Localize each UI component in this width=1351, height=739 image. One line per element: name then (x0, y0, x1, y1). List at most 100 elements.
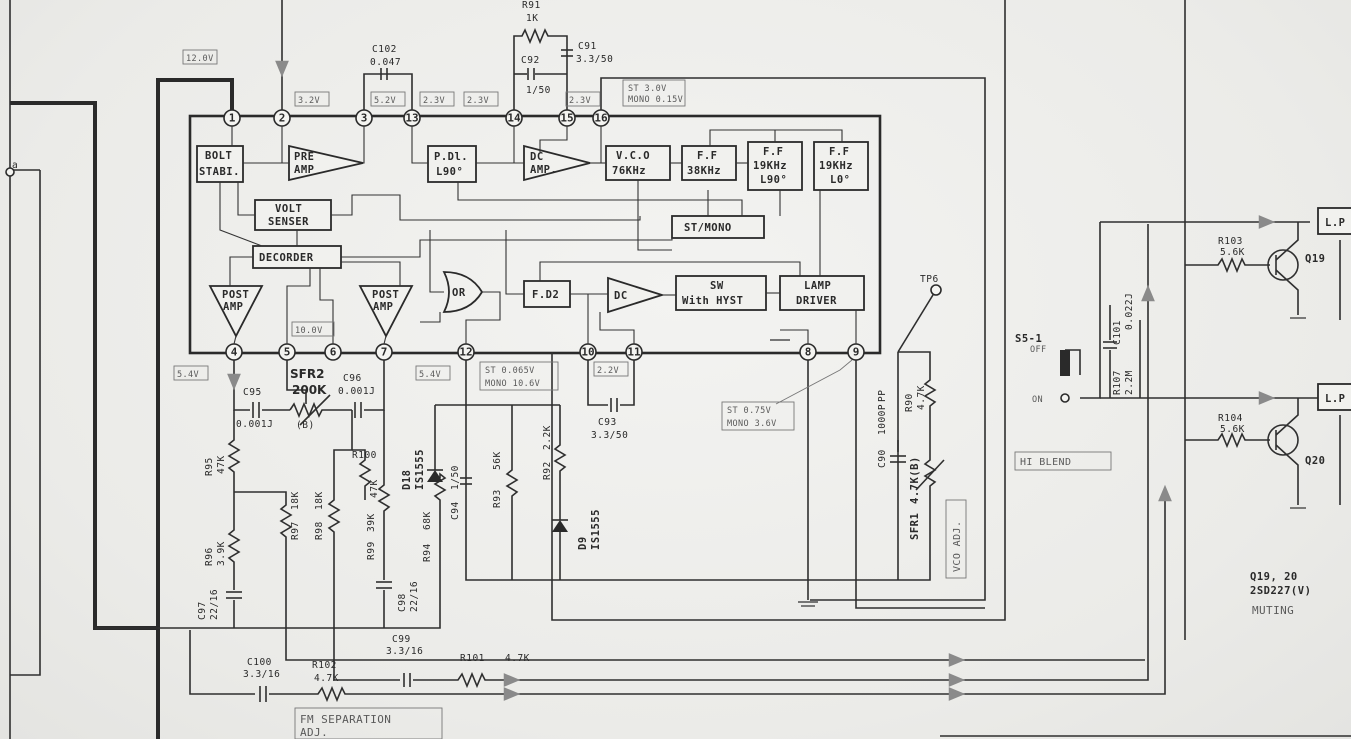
ic-top-pins: 1 2 3 13 14 15 16 (223, 109, 610, 127)
volt-senser-block (254, 199, 332, 231)
pin-14-label: 14 (507, 112, 521, 125)
vco-adj-label: VCO ADJ. (952, 521, 963, 572)
ff-19k-l0-label: F.F (829, 146, 849, 158)
or-label: OR (452, 287, 466, 299)
hi-blend-label: HI BLEND (1020, 457, 1071, 468)
c100-ref: C100 (247, 657, 272, 668)
switch-s51 (1060, 350, 1070, 376)
ic-internal-wiring (219, 126, 857, 345)
post-amp-left-label-1: POST (222, 289, 249, 301)
ff-19k-l0-freq: 19KHz (819, 160, 853, 172)
pin-4-label: 4 (231, 346, 238, 359)
st-mono-label: ST/MONO (684, 222, 732, 234)
arrow-out-3 (948, 687, 966, 701)
arrow-pin4 (227, 373, 241, 391)
pin16-mono-voltage: MONO 0.15V (628, 95, 683, 105)
pin-6-label: 6 (330, 346, 337, 359)
vco-freq-label: 76KHz (612, 165, 646, 177)
pdl-block (427, 145, 477, 183)
d9-ref: D9 (577, 536, 589, 550)
c94-ref: C94 (450, 501, 461, 520)
pdl-phase-label: L90° (436, 166, 463, 178)
q20-label: Q20 (1305, 455, 1325, 467)
c91-value: 3.3/50 (576, 54, 613, 65)
arrow-pin2 (275, 60, 289, 78)
stabi-label: STABI. (199, 166, 240, 178)
c95-value: 0.001J (236, 419, 273, 430)
r90-value: 4.7K (916, 385, 927, 410)
c93-ref: C93 (598, 417, 617, 428)
diode-d18 (427, 470, 443, 482)
sfr1-value: 4.7K(B) (909, 456, 921, 504)
r103-value: 5.6K (1220, 247, 1245, 258)
dc-comparator (607, 276, 665, 314)
decorder-label: DECORDER (259, 252, 314, 264)
bolt-stabi-block (196, 145, 244, 183)
post-amp-right (358, 285, 414, 338)
c102-value: 0.047 (370, 57, 401, 68)
pin12-st-voltage: ST 0.065V (485, 366, 535, 376)
r93-value: 56K (492, 451, 503, 470)
ff-19k-l0-phase: L0° (830, 174, 850, 186)
c96-value: 0.001J (338, 386, 375, 397)
r95-value: 47K (216, 455, 227, 474)
r94-ref: R94 (422, 543, 433, 562)
sw-label: SW (710, 280, 724, 292)
r94-value: 68K (422, 511, 433, 530)
pin-16-label: 16 (594, 112, 608, 125)
q-note-part: 2SD227(V) (1250, 585, 1311, 597)
voltage-2-2v: 2.2V (597, 366, 619, 376)
r93-ref: R93 (492, 489, 503, 508)
r92-value: 2.2K (542, 425, 553, 450)
dc-amp-label-2: AMP. (530, 164, 557, 176)
r98-value: 18K (314, 491, 325, 510)
pin-8-label: 8 (805, 346, 812, 359)
voltage-12v: 12.0V (186, 54, 214, 64)
r97-ref: R97 (290, 521, 301, 540)
lpf-top-label: L.P (1325, 217, 1345, 229)
lamp-driver-block (779, 275, 865, 311)
pin-13-label: 13 (405, 112, 418, 125)
r91-value: 1K (526, 13, 538, 24)
c98-ref: C98 (397, 593, 408, 612)
c99-ref: C99 (392, 634, 411, 645)
sfr1-ref: SFR1 (909, 513, 921, 540)
pin9-st-voltage: ST 0.75V (727, 406, 771, 416)
c97-value: 22/16 (209, 589, 220, 620)
arrow-mid-2 (503, 687, 521, 701)
sfr2-value: 200K (292, 383, 327, 397)
r99-ref: R99 (366, 541, 377, 560)
volt-label: VOLT (275, 203, 302, 215)
post-amp-right-label-2: AMP (373, 301, 393, 313)
r104-value: 5.6K (1220, 424, 1245, 435)
pre-label: PRE (294, 151, 314, 163)
d18-part: IS1555 (414, 449, 426, 490)
r96-ref: R96 (204, 547, 215, 566)
tp6-terminal (930, 284, 942, 296)
diode-d9 (552, 520, 568, 532)
pin-15-label: 15 (560, 112, 573, 125)
pin-5-label: 5 (284, 346, 291, 359)
c96-ref: C96 (343, 373, 362, 384)
transistor-q20 (1267, 424, 1299, 456)
voltage-5-4v-pin7: 5.4V (419, 370, 441, 380)
c99-value: 3.3/16 (386, 646, 423, 657)
r102-value: 4.7K (314, 673, 339, 684)
tp6-label: TP6 (920, 274, 939, 285)
c102-ref: C102 (372, 44, 397, 55)
arrow-out-2 (948, 673, 966, 687)
c90-type: PP (877, 390, 888, 402)
signal-arrows (227, 60, 1276, 701)
ff-19k-l90-label: F.F (763, 146, 783, 158)
c94-value: 1/50 (450, 465, 461, 490)
pin-7-label: 7 (381, 346, 388, 359)
r102-ref: R102 (312, 660, 337, 671)
c92-value: 1/50 (526, 85, 551, 96)
terminal-a-label: a (12, 160, 18, 171)
senser-label: SENSER (268, 216, 309, 228)
pin-9-label: 9 (853, 346, 860, 359)
c95-ref: C95 (243, 387, 262, 398)
r107-ref: R107 (1112, 370, 1123, 395)
pin16-st-voltage: ST 3.0V (628, 84, 667, 94)
